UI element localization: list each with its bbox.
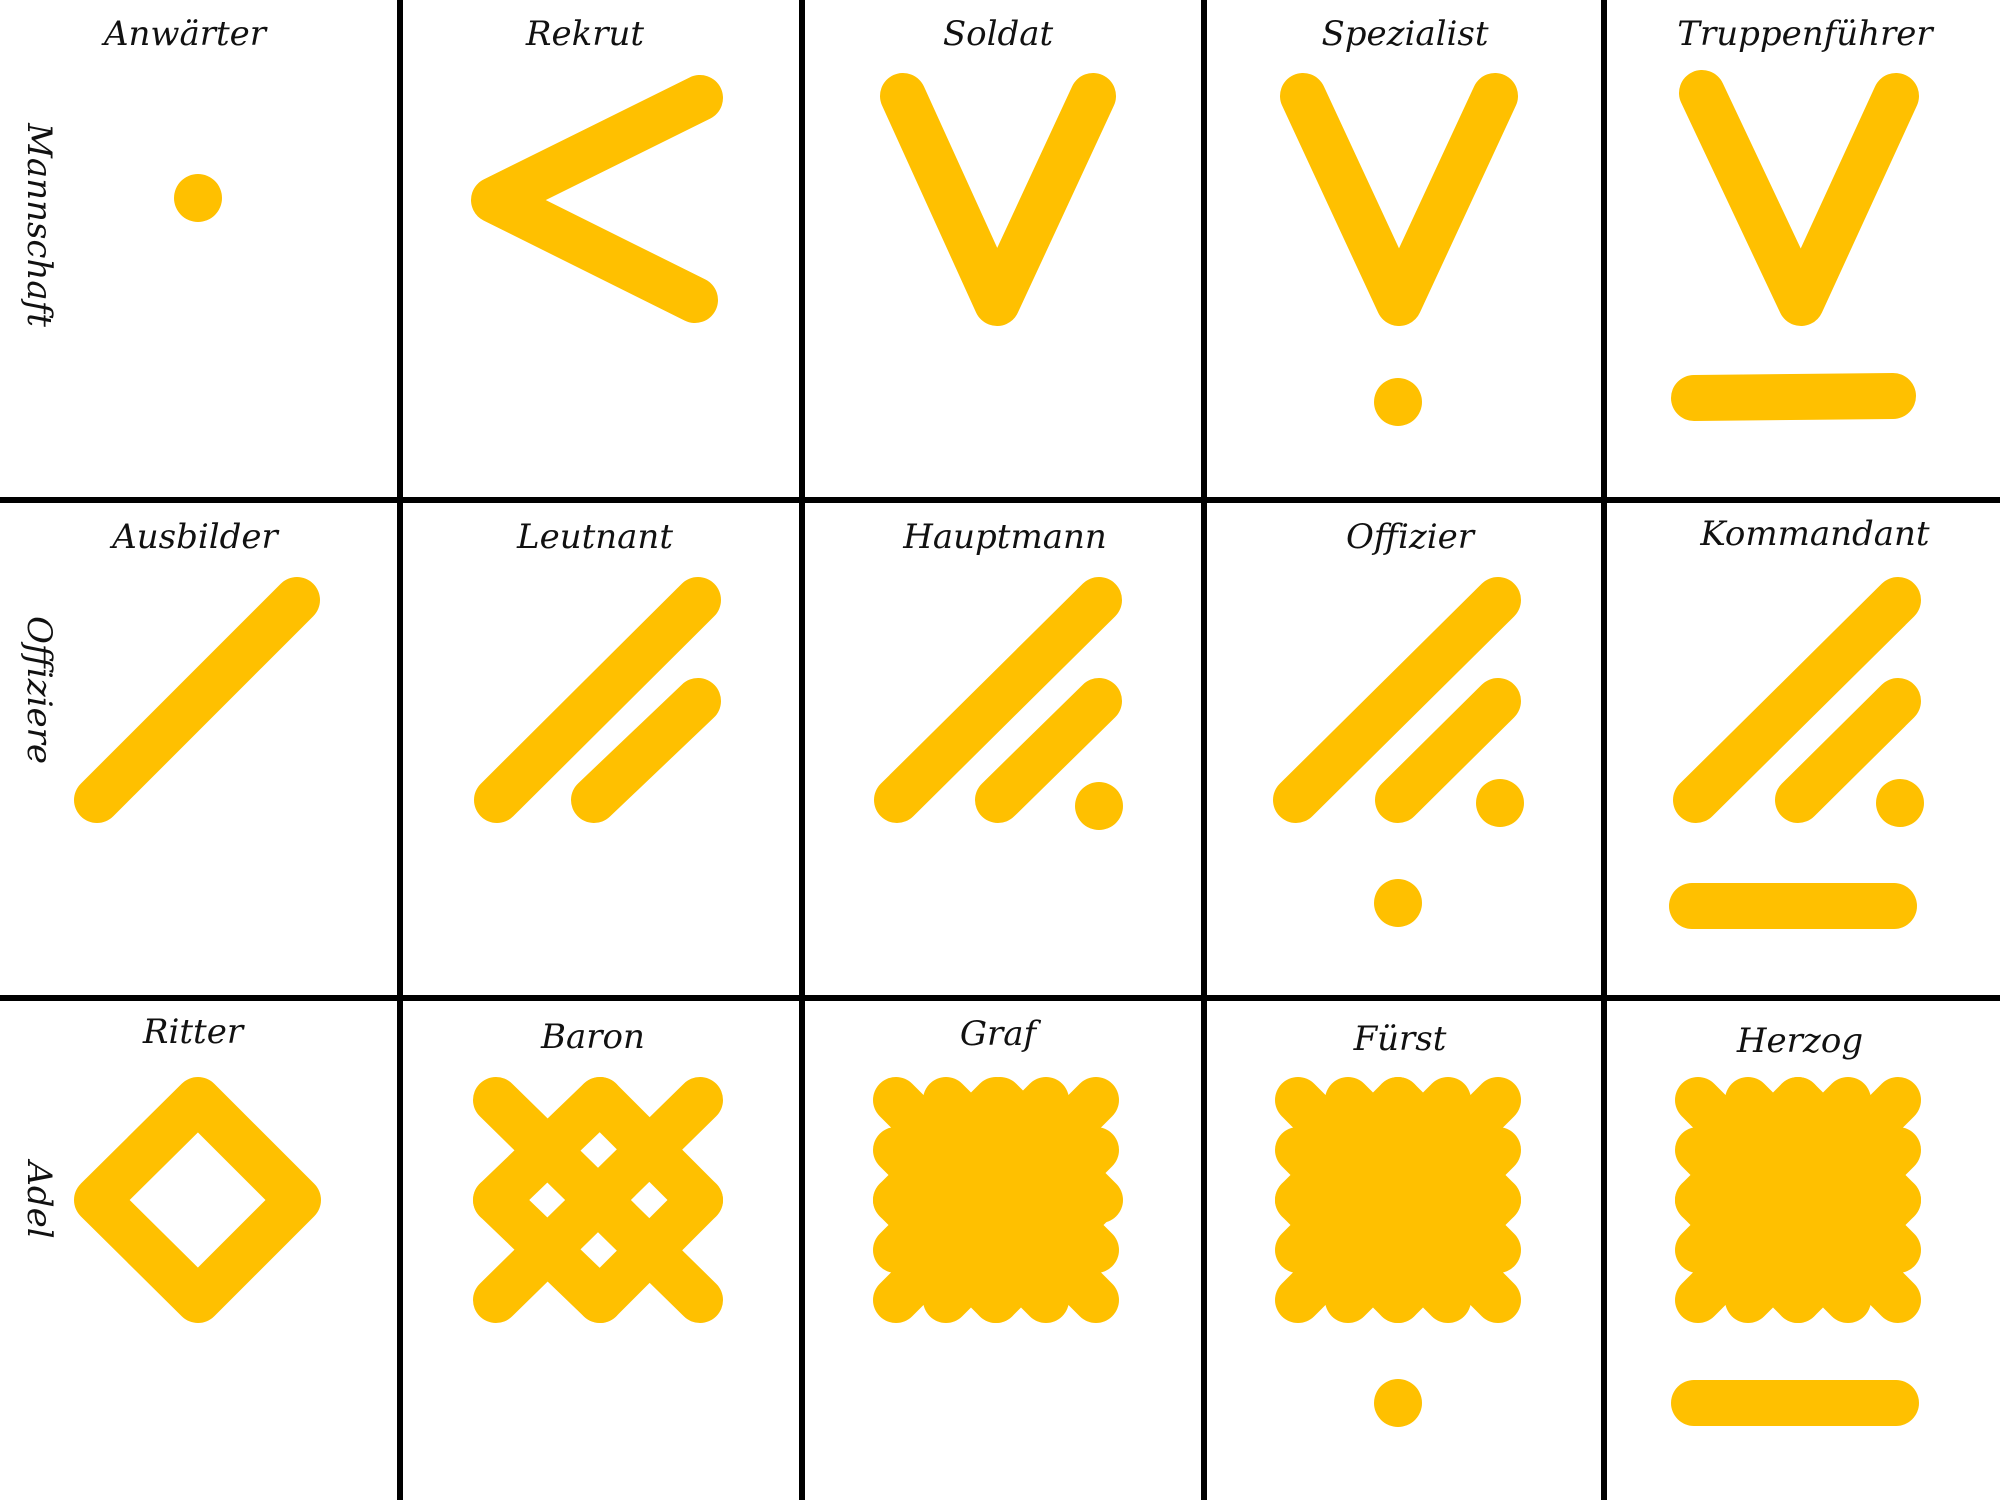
single-slash-icon — [74, 577, 320, 823]
chevron-down-icon — [880, 73, 1116, 326]
rank-title: Ausbilder — [109, 517, 279, 557]
rank-title: Anwärter — [101, 14, 268, 54]
rank-title: Truppenführer — [1677, 14, 1934, 54]
rank-title: Baron — [540, 1017, 645, 1057]
rank-title: Leutnant — [516, 517, 673, 557]
dot-icon — [174, 174, 222, 222]
row-labels: Mannschaft Offiziere Adel — [19, 122, 59, 1239]
rank-title: Fürst — [1353, 1019, 1447, 1059]
double-slash-dot-icon — [874, 577, 1123, 830]
double-slash-two-dots-icon — [1273, 577, 1524, 927]
lattice-2x2-icon — [473, 1077, 723, 1323]
chevron-left-icon — [471, 75, 723, 323]
rank-title: Offizier — [1346, 517, 1476, 557]
rank-titles: Anwärter Rekrut Soldat Spezialist Truppe… — [101, 14, 1934, 1061]
rank-title: Soldat — [943, 14, 1054, 54]
double-slash-dot-bar-icon — [1669, 577, 1924, 929]
double-slash-icon — [474, 577, 721, 823]
rank-title: Hauptmann — [902, 517, 1107, 557]
rank-title: Kommandant — [1699, 514, 1930, 554]
rank-title: Ritter — [142, 1012, 245, 1052]
rank-title: Herzog — [1736, 1021, 1863, 1061]
insignia-layer — [74, 70, 1924, 1427]
chevron-down-bar-icon — [1671, 70, 1919, 421]
diamond-icon — [74, 1077, 321, 1323]
row-label-adel: Adel — [19, 1158, 59, 1238]
lattice-3x3-bar-icon — [1671, 1077, 1921, 1426]
lattice-3x3-icon — [873, 1077, 1123, 1323]
row-label-offiziere: Offiziere — [19, 616, 59, 764]
lattice-3x3-dot-icon — [1275, 1077, 1521, 1427]
rank-title: Rekrut — [525, 14, 644, 54]
row-label-mannschaft: Mannschaft — [19, 122, 59, 327]
rank-title: Spezialist — [1321, 14, 1488, 54]
chevron-down-dot-icon — [1280, 73, 1518, 426]
rank-title: Graf — [960, 1014, 1042, 1054]
